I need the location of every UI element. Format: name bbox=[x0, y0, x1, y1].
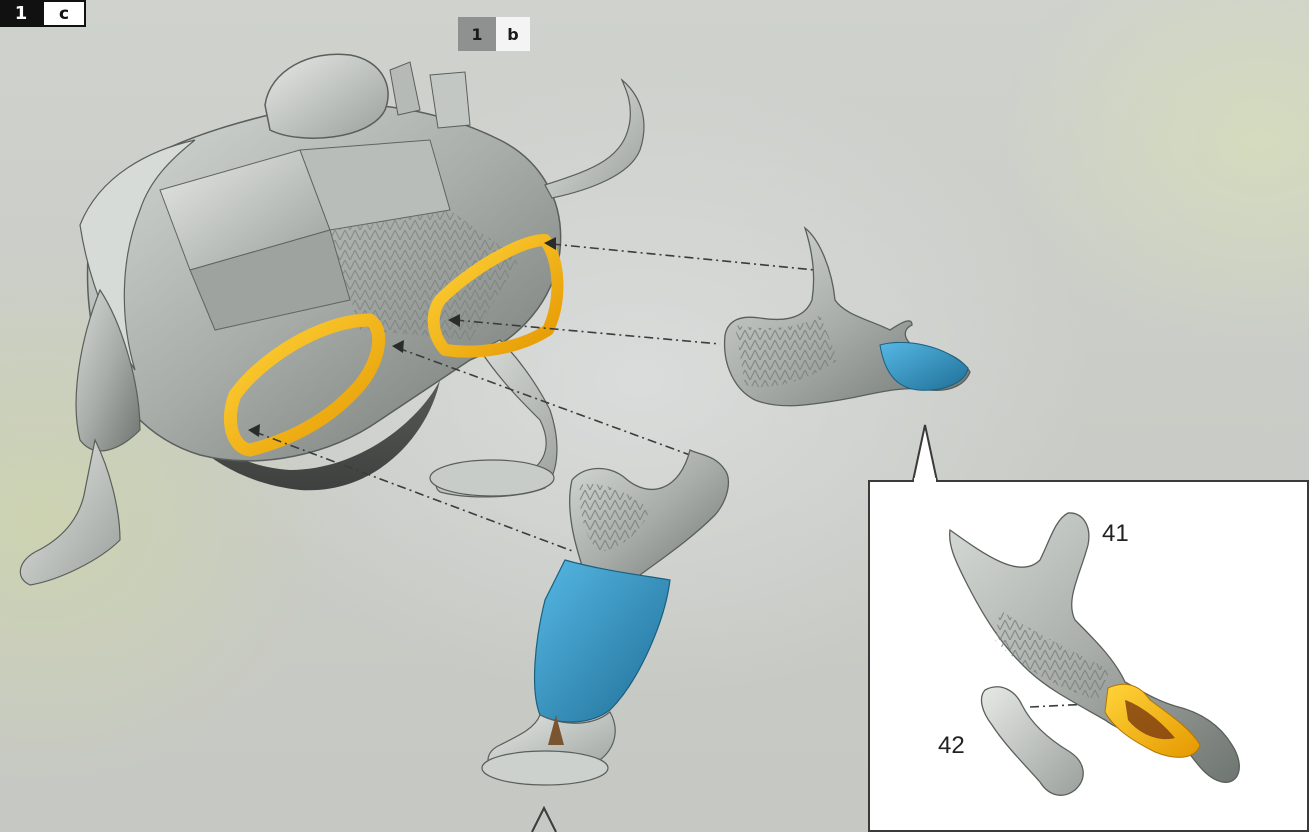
upper-leg-part bbox=[725, 228, 970, 406]
part-number-41: 41 bbox=[1102, 520, 1129, 548]
inset-foot-part bbox=[981, 687, 1083, 795]
inset-upper-leg-part bbox=[950, 513, 1240, 782]
part-number-42: 42 bbox=[938, 732, 965, 760]
main-body-assembly bbox=[20, 54, 644, 585]
lower-leg-part bbox=[482, 450, 728, 785]
